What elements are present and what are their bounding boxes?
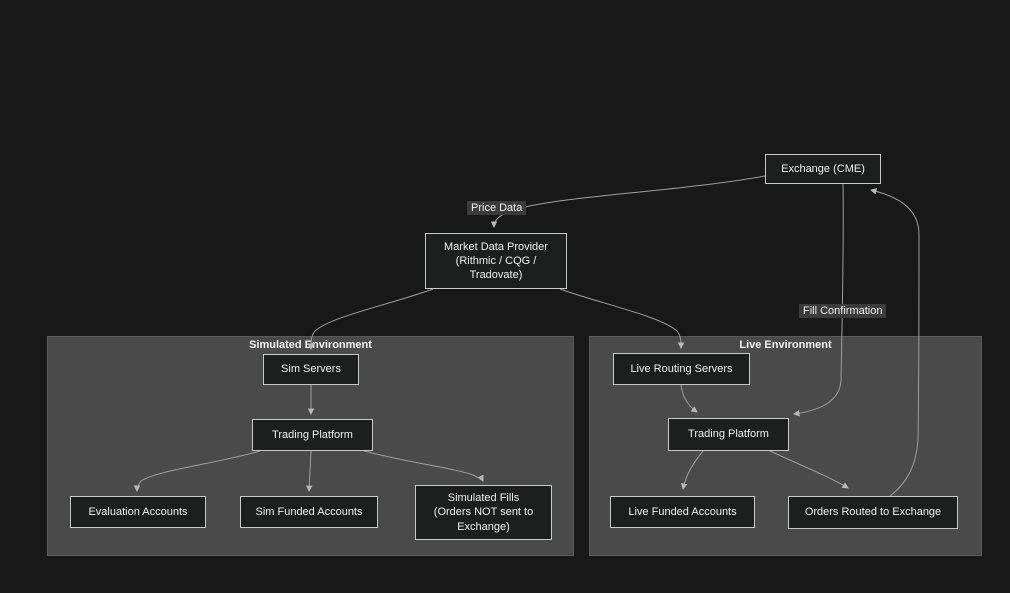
node-exchange-cme: Exchange (CME) — [765, 154, 881, 184]
node-market-data-provider: Market Data Provider (Rithmic / CQG / Tr… — [425, 233, 567, 289]
node-sim-funded-accounts: Sim Funded Accounts — [240, 496, 378, 528]
node-sim-servers: Sim Servers — [263, 354, 359, 385]
edge-exchange-to-mdp — [490, 175, 766, 228]
edge-label-price-data: Price Data — [467, 201, 527, 215]
edge-tp-to-sim-funded — [306, 450, 313, 492]
edge-live-routing-to-tp — [680, 383, 698, 413]
node-trading-platform-sim: Trading Platform — [252, 419, 373, 451]
edge-mdp-to-live-routing — [559, 288, 685, 349]
node-evaluation-accounts: Evaluation Accounts — [70, 496, 206, 528]
node-live-routing-servers: Live Routing Servers — [613, 353, 750, 385]
node-trading-platform-live: Trading Platform — [668, 418, 789, 451]
subgraph-title-live: Live Environment — [739, 339, 832, 351]
edge-label-fill-confirmation: Fill Confirmation — [799, 304, 887, 318]
edge-tp-live-to-orders — [769, 450, 849, 489]
node-orders-routed-to-exchange: Orders Routed to Exchange — [788, 496, 958, 529]
edge-mdp-to-sim-servers — [307, 288, 434, 350]
edge-tp-live-to-live-funded — [680, 450, 704, 490]
node-live-funded-accounts: Live Funded Accounts — [610, 496, 755, 528]
edge-exchange-to-tp-live — [793, 183, 844, 417]
edge-tp-to-sim-fills — [363, 450, 484, 482]
edge-orders-to-exchange — [870, 188, 920, 497]
node-simulated-fills: Simulated Fills (Orders NOT sent to Exch… — [415, 485, 552, 540]
edge-tp-to-evaluation — [133, 450, 261, 492]
